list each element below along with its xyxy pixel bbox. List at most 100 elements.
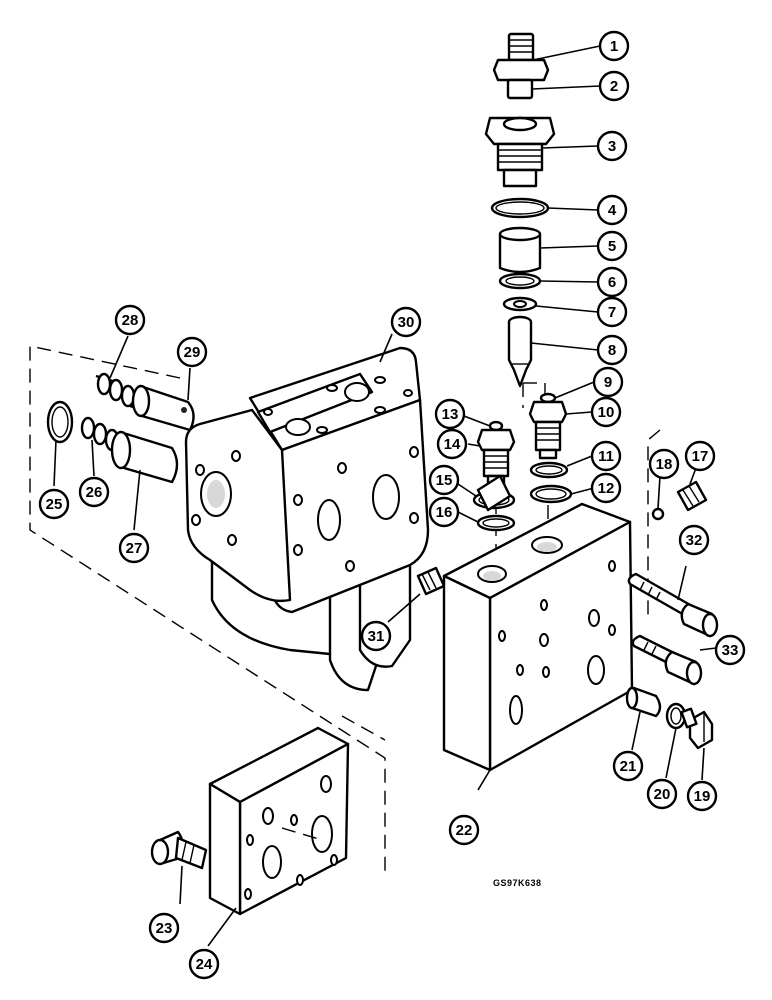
callout-4: 4 — [596, 194, 628, 226]
callout-circle — [436, 428, 468, 460]
callout-number: 17 — [692, 448, 709, 465]
callout-number: 14 — [444, 436, 461, 453]
callout-number: 2 — [610, 78, 618, 95]
o-ring-large-inner — [495, 201, 545, 215]
callout-number: 6 — [608, 274, 616, 291]
callout-number: 11 — [598, 448, 614, 465]
callout-7: 7 — [596, 296, 628, 328]
callout-31: 31 — [360, 620, 392, 652]
callout-number: 30 — [398, 314, 415, 331]
callout-21: 21 — [612, 750, 644, 782]
relief-cartridge-right — [528, 392, 568, 460]
callout-number: 24 — [196, 956, 213, 973]
cap-screw-short — [631, 634, 703, 686]
callout-19: 19 — [686, 780, 718, 812]
callout-30: 30 — [390, 306, 422, 338]
callout-circle — [646, 778, 678, 810]
callout-circle — [428, 496, 460, 528]
callout-number: 27 — [126, 540, 143, 557]
callout-27: 27 — [118, 532, 150, 564]
check-ball — [651, 507, 665, 521]
callout-23: 23 — [148, 912, 180, 944]
callout-number: 4 — [608, 202, 617, 219]
callout-8: 8 — [596, 334, 628, 366]
callout-number: 25 — [46, 496, 63, 513]
cap-screw-long — [627, 572, 719, 638]
callout-number: 10 — [598, 404, 615, 421]
callout-circle — [596, 266, 628, 298]
callout-20: 20 — [646, 778, 678, 810]
callout-circle — [176, 336, 208, 368]
callout-18: 18 — [648, 448, 680, 480]
callout-number: 32 — [686, 532, 703, 549]
callout-circle — [590, 396, 622, 428]
adapter-plate — [208, 726, 350, 916]
callout-29: 29 — [176, 336, 208, 368]
callout-33: 33 — [714, 634, 746, 666]
callout-15: 15 — [428, 464, 460, 496]
hex-bolt-plug — [680, 707, 714, 750]
callout-number: 18 — [656, 456, 673, 473]
callout-circle — [434, 398, 466, 430]
callout-circle — [38, 488, 70, 520]
callout-circle — [188, 948, 220, 980]
callout-13: 13 — [434, 398, 466, 430]
callout-12: 12 — [590, 472, 622, 504]
callout-circle — [714, 634, 746, 666]
spool-plunger-upper — [131, 384, 195, 432]
callout-number: 7 — [608, 304, 616, 321]
callout-circle — [590, 472, 622, 504]
figure-code: GS97K638 — [493, 878, 542, 888]
relief-cartridge-left — [476, 420, 516, 486]
callout-3: 3 — [596, 130, 628, 162]
cap-screw-plate — [150, 830, 208, 870]
callout-17: 17 — [684, 440, 716, 472]
callout-circle — [148, 912, 180, 944]
callout-number: 21 — [620, 758, 637, 775]
callout-number: 9 — [604, 374, 612, 391]
callout-circle — [684, 440, 716, 472]
callout-number: 33 — [722, 642, 739, 659]
spool-cup — [498, 226, 542, 274]
callout-5: 5 — [596, 230, 628, 262]
manifold-block — [442, 502, 634, 772]
callout-circle — [612, 750, 644, 782]
callout-25: 25 — [38, 488, 70, 520]
spool-plunger-lower — [110, 430, 179, 484]
callout-circle — [686, 780, 718, 812]
callout-number: 5 — [608, 238, 616, 255]
callout-number: 19 — [694, 788, 711, 805]
callout-circle — [596, 296, 628, 328]
leader-lines — [53, 45, 717, 947]
spring-lower — [80, 416, 120, 452]
callout-number: 12 — [598, 480, 615, 497]
callout-number: 15 — [436, 472, 453, 489]
callout-circle — [592, 366, 624, 398]
callout-number: 31 — [368, 628, 385, 645]
callout-circle — [678, 524, 710, 556]
poppet-pin — [507, 315, 533, 388]
callout-circle — [590, 440, 622, 472]
callout-number: 16 — [436, 504, 453, 521]
callout-9: 9 — [592, 366, 624, 398]
set-screw — [416, 566, 446, 596]
callout-11: 11 — [590, 440, 622, 472]
pin-plug — [625, 686, 662, 718]
callout-number: 26 — [86, 484, 103, 501]
callout-6: 6 — [596, 266, 628, 298]
callout-circle — [390, 306, 422, 338]
callout-number: 13 — [442, 406, 459, 423]
callout-circle — [114, 304, 146, 336]
valve-plug — [484, 116, 556, 188]
callout-circle — [648, 448, 680, 480]
callout-circle — [596, 334, 628, 366]
callout-16: 16 — [428, 496, 460, 528]
callout-circle — [596, 194, 628, 226]
callout-14: 14 — [436, 428, 468, 460]
callout-number: 3 — [608, 138, 616, 155]
callout-number: 22 — [456, 822, 473, 839]
callout-32: 32 — [678, 524, 710, 556]
callout-26: 26 — [78, 476, 110, 508]
callout-number: 29 — [184, 344, 201, 361]
